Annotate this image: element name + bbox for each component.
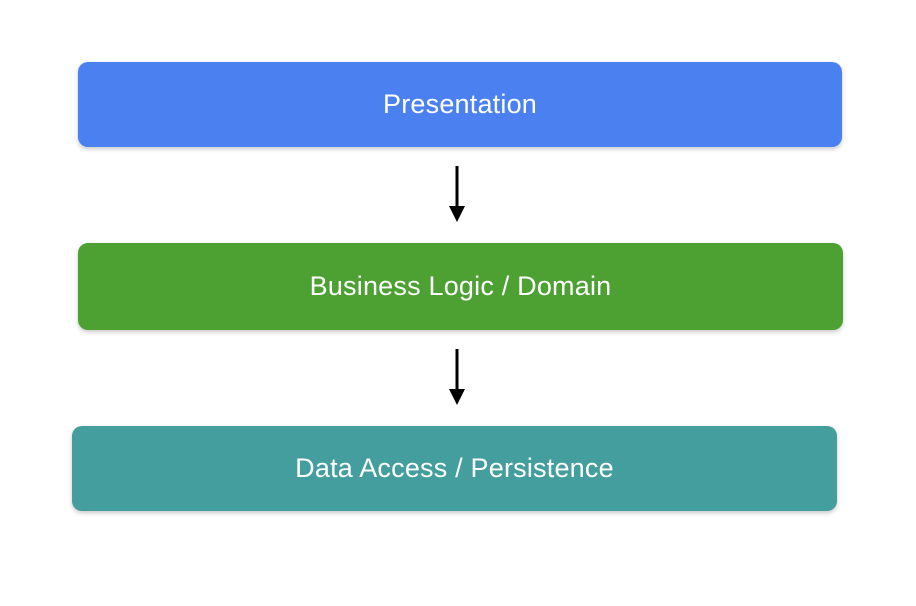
layer-label-business-logic: Business Logic / Domain bbox=[309, 271, 612, 301]
layer-box-business-logic: Business Logic / Domain bbox=[78, 243, 843, 330]
layer-box-data-access: Data Access / Persistence bbox=[72, 426, 837, 511]
arrow-down-business-to-data bbox=[449, 349, 465, 405]
layer-label-data-access: Data Access / Persistence bbox=[295, 453, 614, 483]
layer-box-presentation: Presentation bbox=[78, 62, 842, 147]
arrow-down-presentation-to-business bbox=[449, 166, 465, 222]
layer-label-presentation: Presentation bbox=[383, 89, 537, 119]
